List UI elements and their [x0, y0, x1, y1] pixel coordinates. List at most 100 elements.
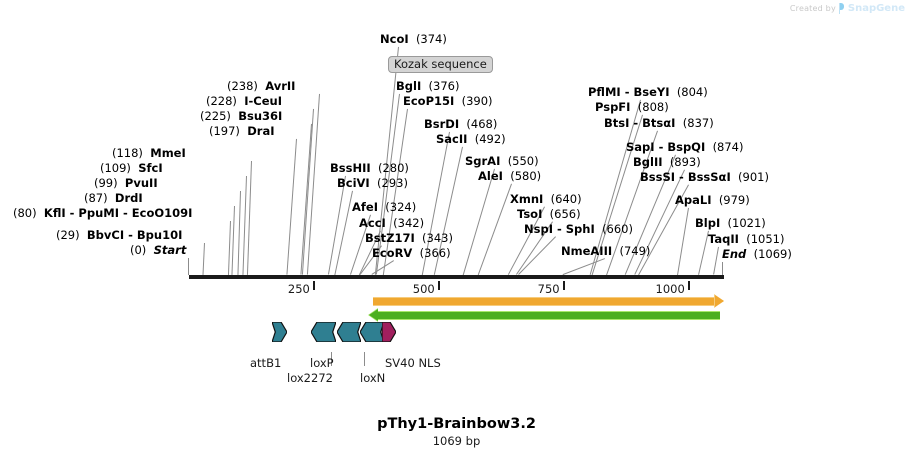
restriction-site-label[interactable]: BtsI - BtsαI (837) [604, 116, 714, 130]
feature-loxp[interactable] [337, 322, 361, 342]
restriction-site-label[interactable]: BssSI - BssSαI (901) [640, 170, 769, 184]
enzyme-name: TsoI [517, 207, 543, 221]
enzyme-name: PvuII [124, 176, 158, 190]
ruler-tick [562, 281, 565, 290]
restriction-site-label[interactable]: BstZ17I (343) [365, 231, 453, 245]
site-position: (1069) [753, 247, 792, 261]
feature-lox2272[interactable] [311, 322, 336, 342]
enzyme-name: BseYI [633, 85, 670, 99]
enzyme-name: Bsu36I [238, 109, 283, 123]
restriction-site-label[interactable]: (99) PvuII [94, 176, 158, 190]
site-position: (343) [422, 231, 453, 245]
site-leader-line [246, 160, 252, 275]
restriction-site-label[interactable]: (29) BbvCI - Bpu10I [56, 228, 183, 242]
enzyme-name: I-CeuI [244, 94, 283, 108]
feature-label-loxn[interactable]: loxN [360, 371, 386, 385]
enzyme-name: BtsI [604, 116, 630, 130]
restriction-site-label[interactable]: BlpI (1021) [695, 217, 766, 230]
site-position: (893) [669, 155, 701, 169]
orf-reverse-bar[interactable] [378, 311, 720, 320]
snapgene-flag-icon [838, 3, 845, 14]
site-position: (80) [13, 206, 37, 220]
enzyme-name: EcoO109I [131, 206, 193, 220]
restriction-site-label[interactable]: NcoI (374) [380, 32, 447, 46]
site-position: (29) [56, 228, 80, 242]
enzyme-name: BsrDI [424, 117, 460, 131]
feature-loxn[interactable] [360, 322, 384, 342]
sequence-backbone[interactable] [189, 275, 724, 279]
site-position: (749) [619, 244, 651, 258]
restriction-site-label[interactable]: ApaLI (979) [675, 194, 750, 207]
restriction-site-label[interactable]: (197) DraI [209, 124, 275, 138]
restriction-site-label[interactable]: NmeAIII (749) [561, 244, 651, 258]
enzyme-name: DraI [247, 124, 275, 138]
restriction-site-label[interactable]: (225) Bsu36I [200, 109, 283, 123]
enzyme-name: SphI [565, 222, 595, 236]
feature-label-sv40-nls[interactable]: SV40 NLS [385, 356, 441, 370]
restriction-site-label[interactable]: BglII (893) [633, 155, 701, 169]
site-position: (901) [738, 170, 769, 184]
restriction-site-label[interactable]: AccI (342) [359, 216, 424, 230]
site-leader-line [334, 190, 353, 275]
orf-reverse-arrowhead [368, 308, 378, 321]
watermark-brand: SnapGene [847, 3, 905, 14]
enzyme-name: SacII [436, 132, 468, 146]
ruler-tick [437, 281, 440, 290]
kozak-sequence-badge[interactable]: Kozak sequence [388, 56, 493, 74]
restriction-site-label[interactable]: SapI - BspQI (874) [626, 140, 744, 154]
restriction-site-label[interactable]: AleI (580) [478, 170, 541, 183]
enzyme-name: BssSαI [687, 170, 731, 184]
restriction-site-label[interactable]: AfeI (324) [352, 201, 416, 214]
restriction-site-label[interactable]: BssHII (280) [330, 161, 409, 175]
enzyme-name: BtsαI [642, 116, 676, 130]
feature-sv40-nls[interactable] [382, 322, 396, 342]
restriction-site-label[interactable]: End (1069) [722, 247, 792, 261]
site-leader-line [677, 207, 689, 275]
restriction-site-label[interactable]: SgrAI (550) [465, 154, 539, 168]
site-position: (374) [415, 32, 447, 46]
restriction-site-label[interactable]: NspI - SphI (660) [524, 222, 633, 236]
restriction-site-label[interactable]: (80) KflI - PpuMI - EcoO109I [13, 206, 193, 220]
restriction-site-label[interactable]: (238) AvrII [227, 79, 296, 93]
site-position: (808) [637, 100, 669, 114]
enzyme-name: AccI [359, 216, 386, 230]
site-leader-line [713, 246, 719, 275]
restriction-site-label[interactable]: BglI (376) [396, 79, 459, 93]
restriction-site-label[interactable]: EcoP15I (390) [403, 95, 493, 108]
restriction-site-label[interactable]: XmnI (640) [510, 193, 582, 206]
feature-leader-tick [331, 352, 332, 366]
restriction-site-label[interactable]: BciVI (293) [337, 177, 408, 190]
restriction-site-label[interactable]: PspFI (808) [595, 100, 669, 114]
restriction-site-label[interactable]: (118) MmeI [112, 147, 186, 160]
enzyme-name: SgrAI [465, 154, 501, 168]
ruler-tick-label: 750 [537, 282, 560, 296]
restriction-site-label[interactable]: EcoRV (366) [372, 247, 451, 260]
watermark-prefix: Created by [789, 4, 836, 13]
ruler-tick [687, 281, 690, 290]
restriction-site-label[interactable]: TsoI (656) [517, 207, 581, 221]
restriction-site-label[interactable]: (109) SfcI [100, 161, 163, 175]
restriction-site-label[interactable]: SacII (492) [436, 132, 506, 146]
restriction-site-label[interactable]: (0) Start [130, 244, 186, 257]
orf-forward-bar[interactable] [373, 297, 714, 306]
restriction-site-label[interactable]: PflMI - BseYI (804) [588, 85, 708, 99]
site-position: (87) [84, 191, 108, 205]
enzyme-name: BssHII [330, 161, 371, 175]
feature-attb1[interactable] [272, 322, 287, 342]
restriction-site-label[interactable]: (87) DrdI [84, 191, 143, 205]
feature-label-attb1[interactable]: attB1 [250, 356, 282, 370]
site-leader-line [722, 262, 723, 275]
enzyme-name: SfcI [138, 161, 163, 175]
feature-label-lox2272[interactable]: lox2272 [287, 371, 333, 385]
feature-label-loxp[interactable]: loxP [310, 356, 334, 370]
enzyme-name: BglII [633, 155, 663, 169]
enzyme-name: KflI [43, 206, 66, 220]
enzyme-name: AvrII [265, 79, 296, 93]
enzyme-name: BglI [396, 79, 422, 93]
restriction-site-label[interactable]: BsrDI (468) [424, 117, 497, 131]
restriction-site-label[interactable]: TaqII (1051) [708, 233, 784, 246]
enzyme-name: SapI [626, 140, 655, 154]
site-position: (656) [549, 207, 581, 221]
site-position: (660) [602, 222, 633, 236]
restriction-site-label[interactable]: (228) I-CeuI [206, 94, 283, 108]
